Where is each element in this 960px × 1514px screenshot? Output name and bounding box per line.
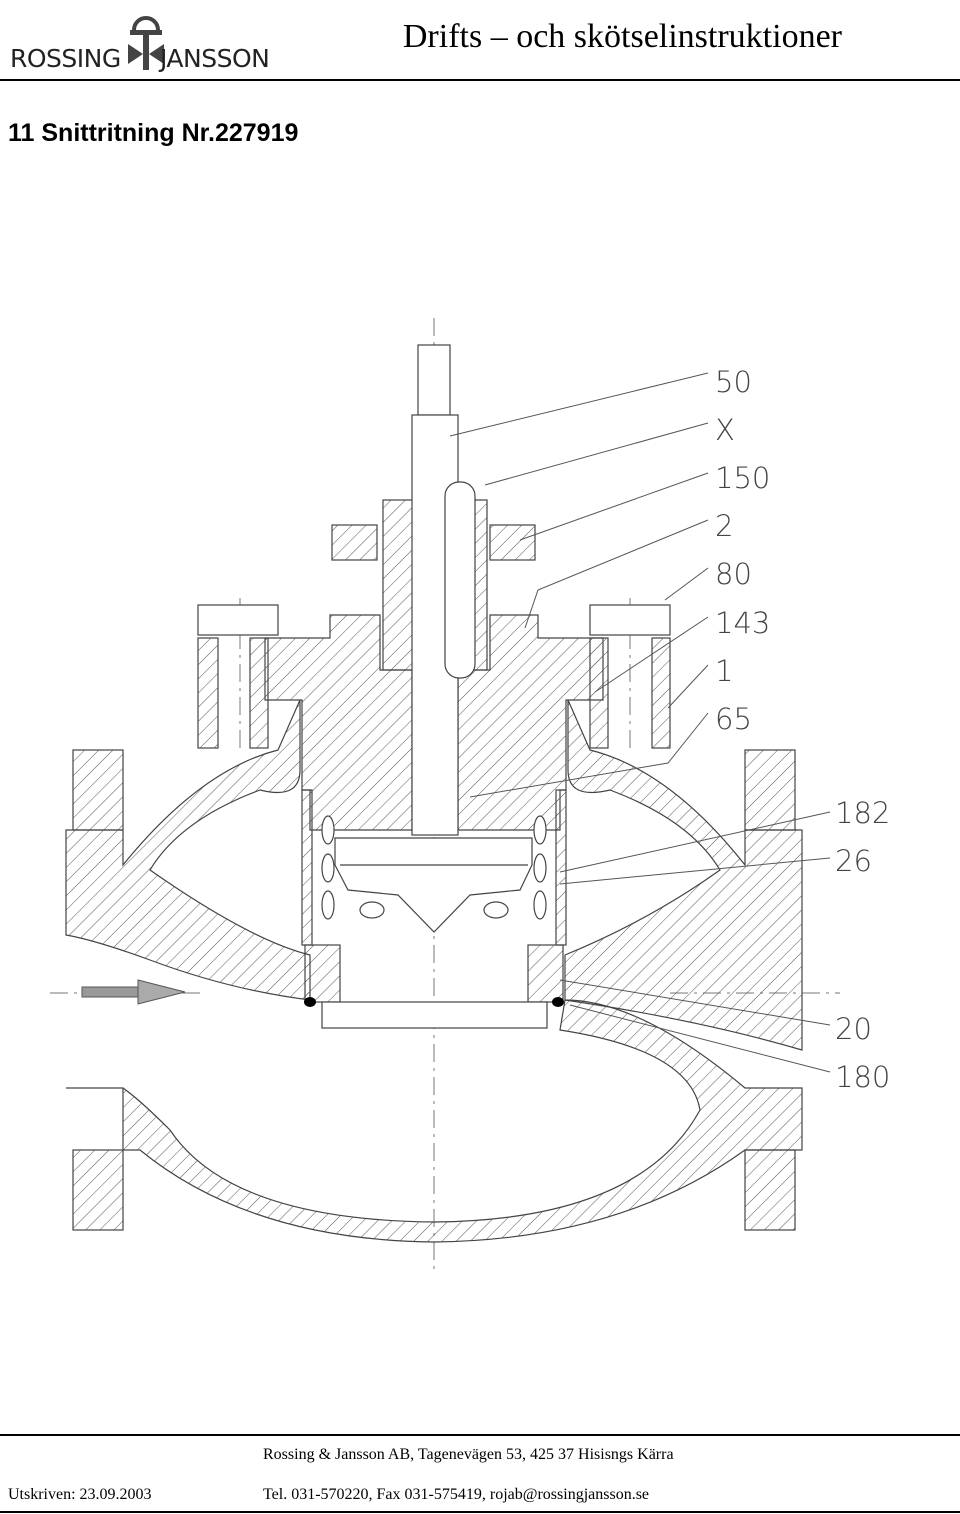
- callout-label: 2: [715, 509, 733, 543]
- callout-label: 182: [835, 796, 890, 830]
- page-header: ROSSING JANSSON Drifts – och skötselinst…: [0, 0, 960, 81]
- header-divider: [0, 79, 960, 81]
- document-title: Drifts – och skötselinstruktioner: [402, 18, 842, 55]
- callout-label: X: [715, 413, 735, 447]
- company-logo: ROSSING JANSSON: [10, 14, 272, 73]
- cage-ports: [321, 815, 547, 920]
- footer-bottom-divider: [0, 1511, 960, 1513]
- callout-label: 20: [835, 1012, 872, 1046]
- stem-and-plug: [334, 344, 533, 933]
- leader-lines: [449, 372, 831, 1073]
- logo-text-left: ROSSING: [10, 44, 121, 73]
- callout-label: 65: [715, 702, 752, 736]
- section-heading: 11 Snittritning Nr.227919: [8, 119, 299, 147]
- callout-label: 143: [715, 606, 770, 640]
- bolts: [197, 604, 671, 749]
- valve-logo-icon: [128, 16, 164, 70]
- company-address: Rossing & Jansson AB, Tagenevägen 53, 42…: [263, 1446, 674, 1463]
- bonnet: [264, 499, 604, 831]
- flow-arrow: [81, 979, 186, 1005]
- logo-text-right: JANSSON: [160, 44, 270, 73]
- footer-divider: [0, 1434, 960, 1436]
- callout-label: 180: [835, 1060, 890, 1094]
- seal-rings: [304, 997, 564, 1007]
- callout-label: 1: [715, 654, 733, 688]
- valve-section-drawing: 50 X 150 2 80 143 1 65 182 26 20 180: [50, 318, 890, 1272]
- callout-label: 26: [835, 844, 872, 878]
- callout-label: 80: [715, 557, 752, 591]
- callout-label: 150: [715, 461, 770, 495]
- callout-label: 50: [715, 365, 752, 399]
- valve-body: [65, 699, 803, 1243]
- company-contact: Tel. 031-570220, Fax 031-575419, rojab@r…: [263, 1486, 650, 1503]
- callout-labels: 50 X 150 2 80 143 1 65 182 26 20 180: [715, 365, 890, 1094]
- print-date: Utskriven: 23.09.2003: [8, 1486, 152, 1503]
- cage: [301, 789, 567, 1029]
